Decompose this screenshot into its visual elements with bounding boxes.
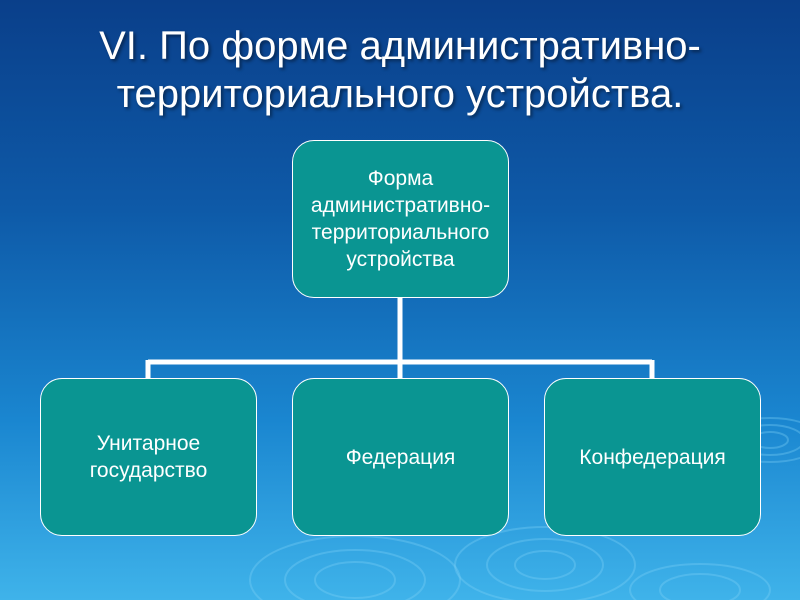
- diagram-root-node: Форма административно- территориального …: [292, 140, 509, 298]
- node-label: Федерация: [345, 445, 456, 469]
- root-node-label: Форма административно- территориального …: [310, 167, 491, 271]
- diagram-node-confederation: Конфедерация: [544, 378, 761, 536]
- node-label: Конфедерация: [579, 445, 726, 469]
- node-label: Унитарное государство: [89, 432, 208, 482]
- diagram-node-unitary-state: Унитарное государство: [40, 378, 257, 536]
- slide-title: VI. По форме административно- территориа…: [99, 24, 701, 116]
- diagram-node-federation: Федерация: [292, 378, 509, 536]
